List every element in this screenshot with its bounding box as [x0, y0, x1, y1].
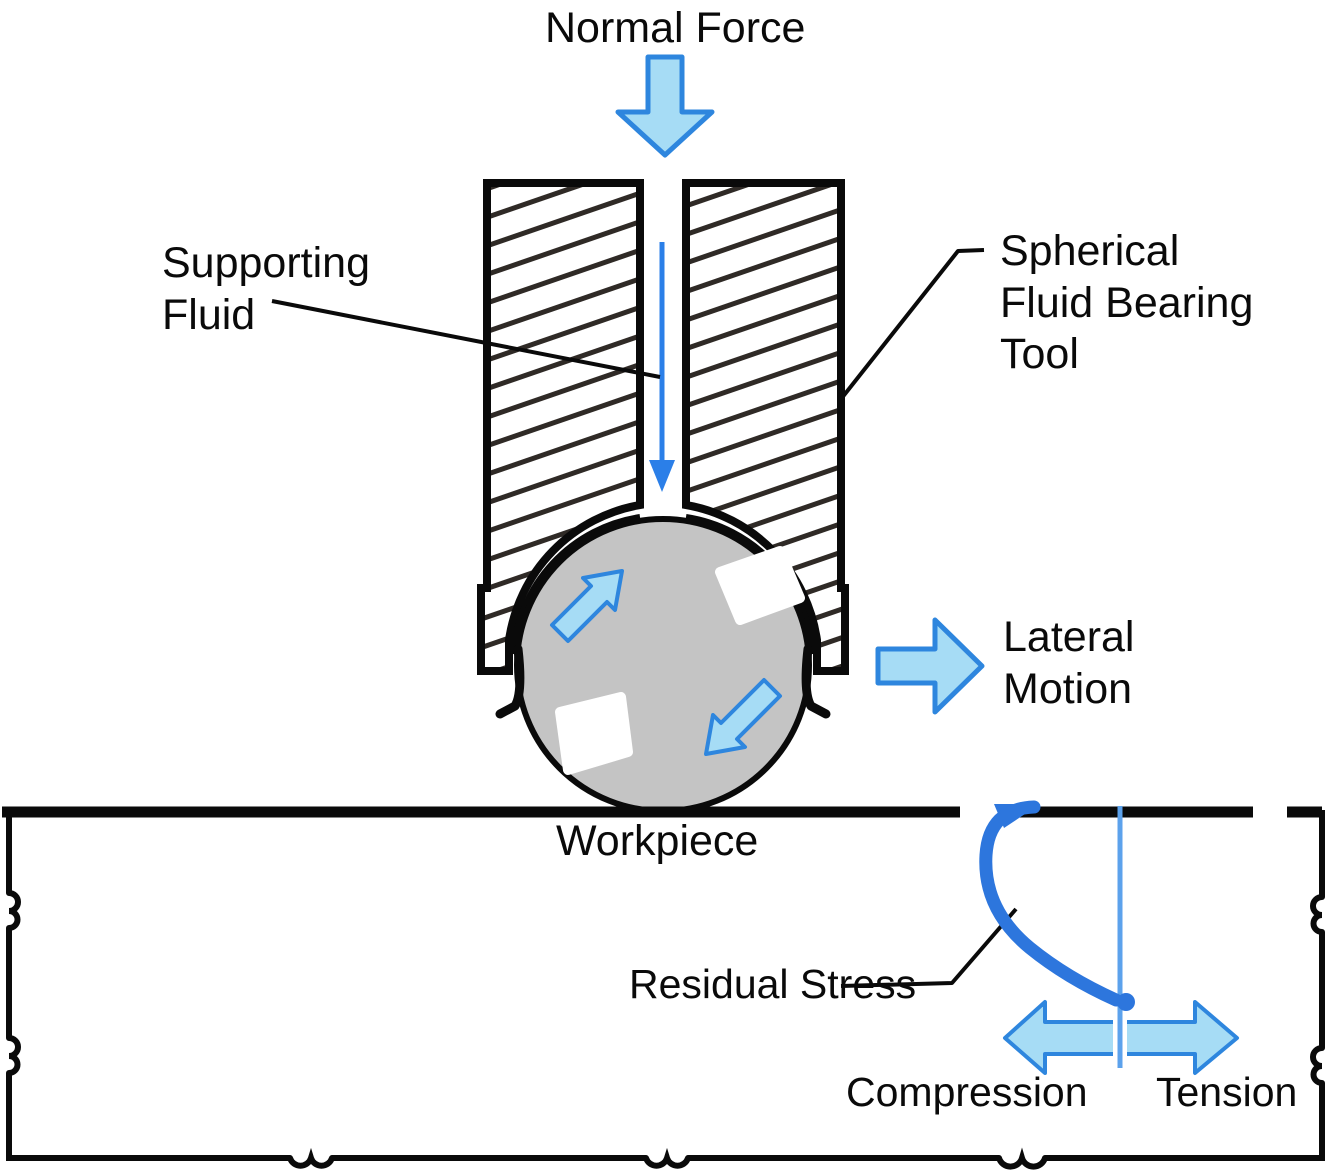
lateral-motion-arrow-icon — [875, 617, 985, 715]
sphere-rotation-arrow-lower-icon — [704, 678, 782, 756]
break-mark-icon — [643, 1147, 691, 1169]
break-mark-icon — [6, 890, 21, 931]
supporting-fluid-label: Supporting Fluid — [162, 239, 370, 339]
fluid-flow-arrow-icon — [649, 460, 675, 492]
seat-hook-left — [495, 644, 525, 719]
normal-force-label: Normal Force — [545, 4, 806, 52]
compression-label: Compression — [846, 1069, 1088, 1115]
residual-stress-curve — [979, 800, 1123, 1007]
break-mark-icon — [6, 1035, 21, 1076]
break-mark-icon — [1310, 894, 1325, 935]
bearing-seat-arc-left — [510, 514, 641, 655]
residual-stress-curve-end — [1117, 993, 1135, 1011]
residual-stress-label: Residual Stress — [629, 961, 917, 1007]
workpiece-label: Workpiece — [556, 817, 759, 865]
lateral-motion-label: Lateral Motion — [1003, 613, 1135, 713]
leader-line-residual-stress — [840, 907, 1018, 988]
leader-line-supporting-fluid — [271, 299, 661, 379]
seat-hook-right — [801, 644, 831, 719]
sphere-rotation-arrow-upper-icon — [550, 569, 624, 643]
normal-force-arrow-icon — [615, 54, 715, 158]
tool-block-left — [477, 179, 644, 675]
sphere-highlight-upper — [715, 546, 805, 625]
leader-line-spherical-tool — [839, 248, 985, 401]
break-mark-icon — [287, 1147, 335, 1169]
tension-label: Tension — [1156, 1069, 1298, 1115]
spherical-tool-label: Spherical Fluid Bearing Tool — [1000, 227, 1254, 379]
sphere-highlight-lower — [555, 692, 633, 775]
break-mark-icon — [1310, 1045, 1325, 1086]
break-mark-icon — [996, 1147, 1048, 1170]
